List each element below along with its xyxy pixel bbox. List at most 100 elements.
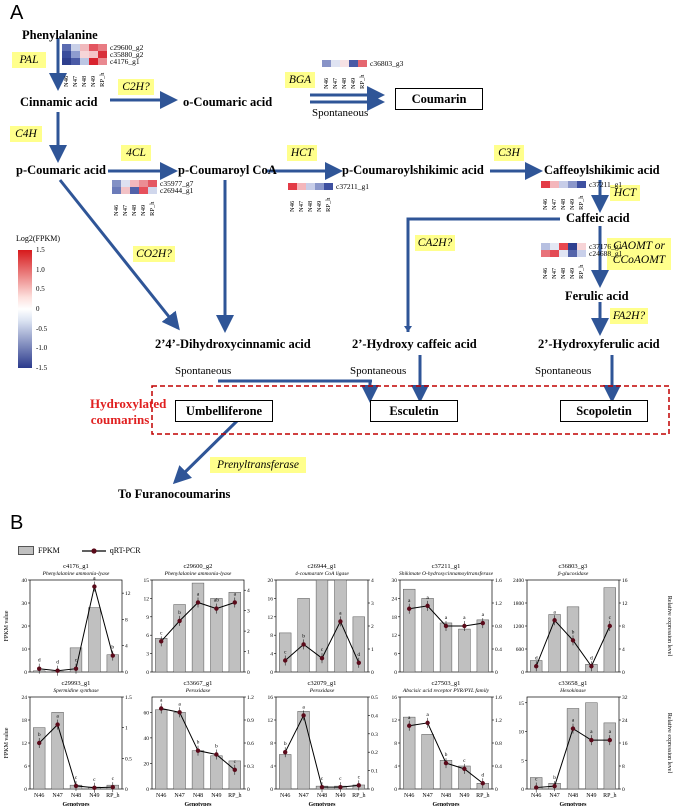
compound-ferulic: Ferulic acid [565,289,629,303]
significance-letter: c [321,647,324,653]
qrt-point [319,784,325,790]
significance-letter: a [609,729,612,735]
fpkm-bar [458,628,471,673]
heatmap-cell [349,60,358,67]
y2-tick-label: 1 [125,726,128,732]
enzyme-ccoaomt-text: CCoAOMT [612,254,666,266]
heatmap-cell [358,60,367,67]
y2-tick-label: 0 [125,670,128,676]
y2-tick-label: 0.4 [371,713,378,719]
heatmap-cell [62,58,71,65]
compound-scopoletin: Scopoletin [560,400,648,422]
heatmap-cell [577,181,586,188]
significance-letter: a [590,729,593,735]
significance-letter: a [56,714,59,720]
heatmap-cell [121,180,130,187]
heatmap-row [62,58,107,65]
y-tick-label: 8 [394,741,397,747]
heatmap-cell [139,180,148,187]
chart-title: c33667_g1 [184,680,213,687]
heatmap-cell [315,183,324,190]
fpkm-bar [173,604,186,673]
chart-subtitle: Abscisic acid receptor PYR/PYL family [402,687,490,694]
x-tick-label: N46 [34,793,44,799]
legend-tick: -1.0 [36,344,48,353]
fpkm-bar [352,616,365,673]
chart-title: c26944_g1 [308,563,337,570]
y2-tick-label: 8 [622,764,625,770]
y-tick-label: 4 [394,764,397,770]
heatmap-cell [322,60,331,67]
heatmap-cell [139,187,148,194]
x-tick-label: RP_h [352,793,365,799]
y-tick-label: 40 [22,578,28,584]
compound-cinnamic: Cinnamic acid [20,95,98,109]
heatmap-cell [297,183,306,190]
x-axis-label: Genotypes [63,802,91,806]
heatmap-cell [89,58,98,65]
compound-p-coumaroyl-coa: p-Coumaroyl CoA [178,163,277,177]
legend-tick: 1.0 [36,265,45,274]
y-tick-label: 18 [22,718,28,724]
significance-letter: a [426,595,429,601]
qrt-point [214,752,219,757]
y-tick-label: 24 [22,695,28,701]
qrt-point [425,603,430,609]
significance-letter: a [445,615,448,621]
heatmap-cell [130,187,139,194]
fpkm-bar [566,708,580,790]
heatmap-cell [331,60,340,67]
significance-letter: a [572,718,575,724]
y-tick-label: 12 [392,633,398,639]
heatmap-row [112,180,157,187]
qrt-point [301,642,306,647]
arrow-co2h [58,179,180,331]
y2-tick-label: 0.4 [495,764,502,770]
qrt-point [159,706,164,711]
qrt-point [195,748,201,753]
fpkm-bar [315,579,329,673]
y2-tick-label: 0.9 [247,718,254,724]
y-tick-label: 4 [270,764,273,770]
heatmap-cell [550,181,559,188]
significance-letter: a [93,576,96,582]
heatmap-gene-label: c37211_g1 [589,180,623,189]
chart-subtitle: Phenylalanine ammonia-lyase [164,571,232,577]
significance-letter: c [234,759,237,765]
heatmap-row [62,44,107,51]
arrow-furanocoumarin [172,418,240,485]
y-tick-label: 12 [268,718,274,724]
heatmap-cell [568,181,577,188]
fpkm-bar [421,734,434,790]
chart-subtitle: Spermidine synthase [53,688,99,694]
y-tick-label: 4 [270,652,273,658]
y-tick-label: 20 [22,624,28,630]
qrt-point [92,584,97,589]
significance-letter: a [463,615,466,621]
qrt-point [338,619,343,624]
y-tick-label: 0 [521,787,524,793]
y2-tick-label: 0.3 [247,764,254,770]
significance-letter: a [553,609,556,615]
qrt-point [301,713,306,718]
qrt-point [55,722,60,727]
compound-furanocoumarins: To Furanocoumarins [118,487,231,501]
significance-letter: a [197,591,200,597]
heatmap-cell [89,51,98,58]
heatmap-cell [577,243,586,250]
y2-tick-label: 16 [622,578,628,584]
y2-tick-label: 8 [125,617,128,623]
significance-letter: c [535,777,538,783]
heatmap-cell [98,51,107,58]
y2-tick-label: 0 [125,787,128,793]
y-axis-label: FPKM value [4,727,10,758]
enzyme-c4h: C4H [10,126,42,142]
x-tick-label: N46 [404,793,414,799]
heatmap-gene-label: c24688_g1 [589,249,623,258]
y-tick-label: 2400 [513,578,524,584]
heatmap-cell [112,187,121,194]
y-tick-label: 30 [22,601,28,607]
chart-subtitle: Hexokinase [559,688,586,694]
